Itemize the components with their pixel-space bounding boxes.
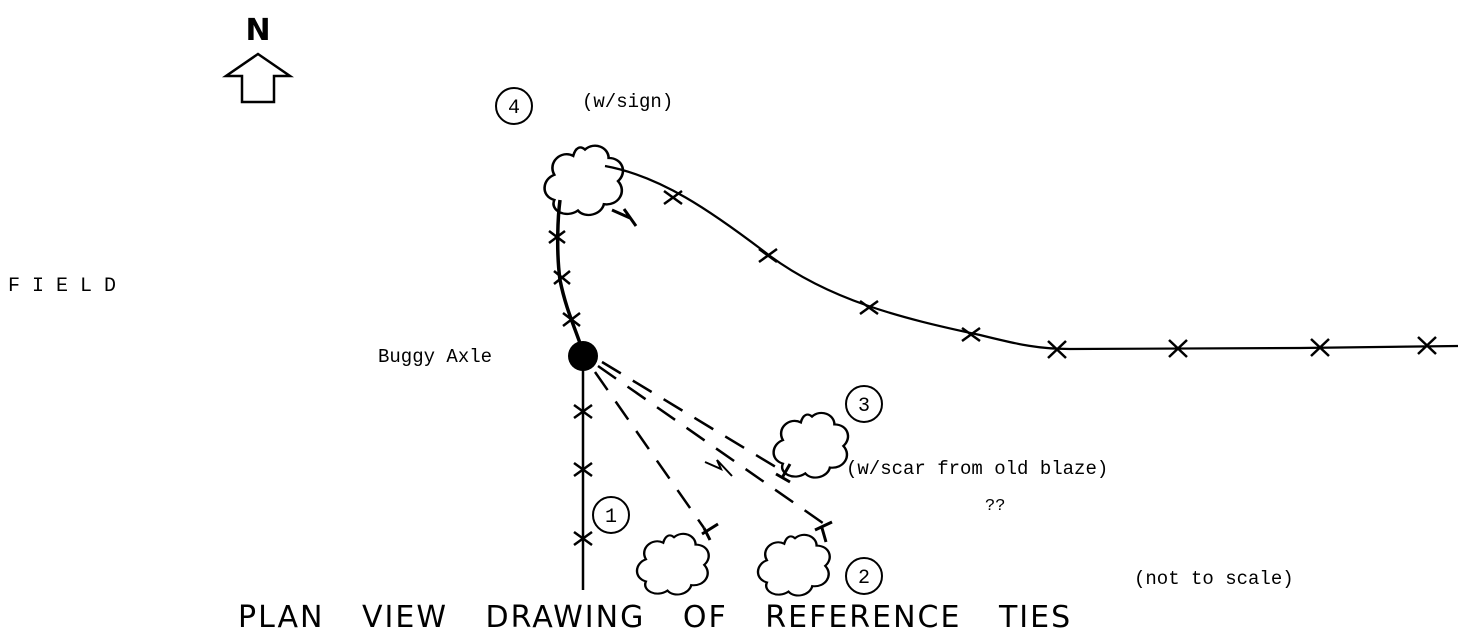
north-arrow: N xyxy=(221,13,295,104)
buggy-axle-marker xyxy=(568,341,598,371)
tree-1 xyxy=(635,522,719,596)
tree-2 xyxy=(756,520,833,597)
tree-icon xyxy=(756,533,831,597)
fence-line-east xyxy=(604,164,1459,351)
tie-number-2: 2 xyxy=(845,557,883,595)
tree-3-note: (w/scar from old blaze) xyxy=(846,458,1108,480)
fence-x-icon xyxy=(562,312,581,327)
fence-x-icon xyxy=(573,461,593,478)
circle-number-icon xyxy=(845,385,883,423)
circle-number-icon xyxy=(845,557,883,595)
svg-text:1: 1 xyxy=(605,506,617,529)
tree-icon xyxy=(543,144,625,217)
tree-icon xyxy=(772,411,850,479)
fence-x-icon xyxy=(961,326,981,343)
fence-x-icon xyxy=(758,247,778,264)
fence-x-marks xyxy=(548,189,1437,547)
drawing-title: PLAN VIEW DRAWING OF REFERENCE TIES xyxy=(238,600,1072,634)
fence-x-icon xyxy=(859,299,879,316)
tree-4-note: (w/sign) xyxy=(582,91,673,113)
field-label: F I E L D xyxy=(8,275,116,298)
line-break-mark xyxy=(704,459,733,477)
tag-mark xyxy=(611,208,638,227)
fence-x-icon xyxy=(573,530,593,547)
fence-x-icon xyxy=(1047,340,1067,359)
tree-4 xyxy=(543,144,638,227)
tie-number-4: 4 xyxy=(495,87,533,125)
fence-x-icon xyxy=(573,403,593,420)
tie-line-1 xyxy=(593,371,706,529)
buggy-axle-label: Buggy Axle xyxy=(378,346,492,368)
north-arrow-icon xyxy=(221,52,295,104)
fence-x-icon xyxy=(1417,336,1437,355)
svg-text:2: 2 xyxy=(858,567,870,590)
tie-line-3 xyxy=(601,360,785,474)
scale-note: (not to scale) xyxy=(1134,568,1294,590)
tag-mark xyxy=(701,522,719,541)
north-label: N xyxy=(245,13,270,48)
circle-number-icon xyxy=(495,87,533,125)
fence-x-icon xyxy=(663,189,683,206)
svg-text:4: 4 xyxy=(508,97,520,120)
reference-tie-lines xyxy=(593,360,831,530)
fence-x-icon xyxy=(548,230,566,244)
fence-x-icon xyxy=(553,270,571,285)
svg-text:3: 3 xyxy=(858,395,870,418)
tag-mark xyxy=(814,520,833,543)
tie-number-3: 3 xyxy=(845,385,883,423)
tree-3 xyxy=(772,411,850,484)
circle-number-icon xyxy=(592,496,630,534)
tag-mark xyxy=(775,463,792,484)
tree-icon xyxy=(635,532,710,596)
fence-x-icon xyxy=(1168,339,1188,358)
tie-number-1: 1 xyxy=(592,496,630,534)
tie-line-2 xyxy=(597,364,831,530)
fence-x-icon xyxy=(1310,338,1330,357)
tree-3-note-question: ?? xyxy=(985,497,1005,516)
